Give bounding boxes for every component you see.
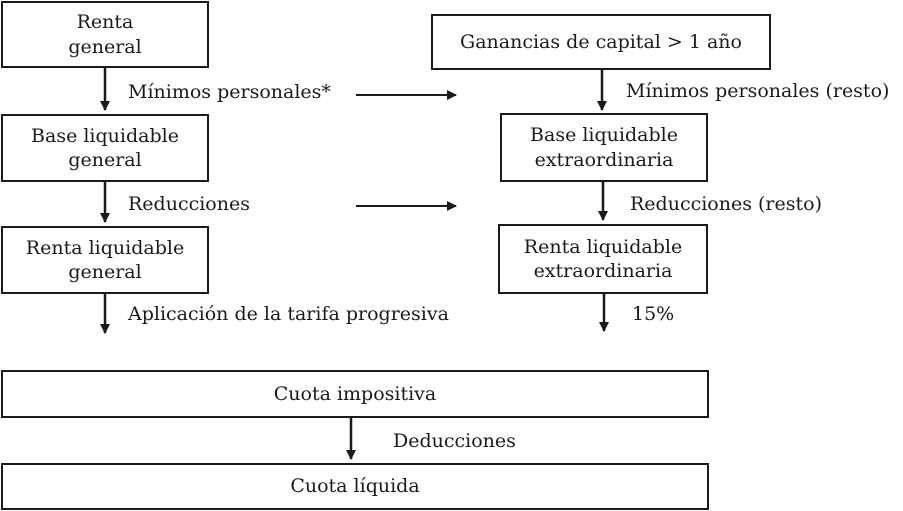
base-liquidable-extraordinaria-line1: Base liquidable <box>530 124 678 147</box>
reducciones-label: Reducciones <box>128 193 250 215</box>
base-liquidable-extraordinaria-box: Base liquidable extraordinaria <box>500 113 708 182</box>
base-liquidable-extraordinaria-line2: extraordinaria <box>534 148 674 171</box>
renta-liquidable-general-line1: Renta liquidable <box>25 236 185 259</box>
renta-general-box: Renta general <box>1 1 209 68</box>
renta-liquidable-general-box: Renta liquidable general <box>1 226 209 294</box>
base-liquidable-general-line1: Base liquidable <box>31 124 179 147</box>
renta-liquidable-extraordinaria-line1: Renta liquidable <box>523 235 683 258</box>
renta-liquidable-extraordinaria-box: Renta liquidable extraordinaria <box>498 224 708 294</box>
reducciones-resto-label: Reducciones (resto) <box>630 193 822 215</box>
renta-liquidable-general-line2: general <box>68 261 142 283</box>
deducciones-label: Deducciones <box>393 430 516 452</box>
ganancias-capital-box: Ganancias de capital > 1 año <box>431 14 771 70</box>
renta-liquidable-extraordinaria-line2: extraordinaria <box>533 260 673 282</box>
ganancias-capital-text: Ganancias de capital > 1 año <box>460 30 742 53</box>
tipo-fijo-label: 15% <box>632 303 675 325</box>
minimos-personales-label: Mínimos personales* <box>128 81 331 103</box>
minimos-personales-resto-label: Mínimos personales (resto) <box>626 80 890 102</box>
aplicacion-tarifa-label: Aplicación de la tarifa progresiva <box>128 303 449 325</box>
base-liquidable-general-box: Base liquidable general <box>1 114 209 182</box>
base-liquidable-general-line2: general <box>68 149 142 171</box>
cuota-impositiva-box: Cuota impositiva <box>1 370 709 418</box>
cuota-liquida-box: Cuota líquida <box>1 463 709 510</box>
renta-general-line2: general <box>68 35 142 58</box>
cuota-impositiva-text: Cuota impositiva <box>273 382 437 405</box>
cuota-liquida-text: Cuota líquida <box>290 475 420 498</box>
renta-general-line1: Renta <box>76 11 134 34</box>
